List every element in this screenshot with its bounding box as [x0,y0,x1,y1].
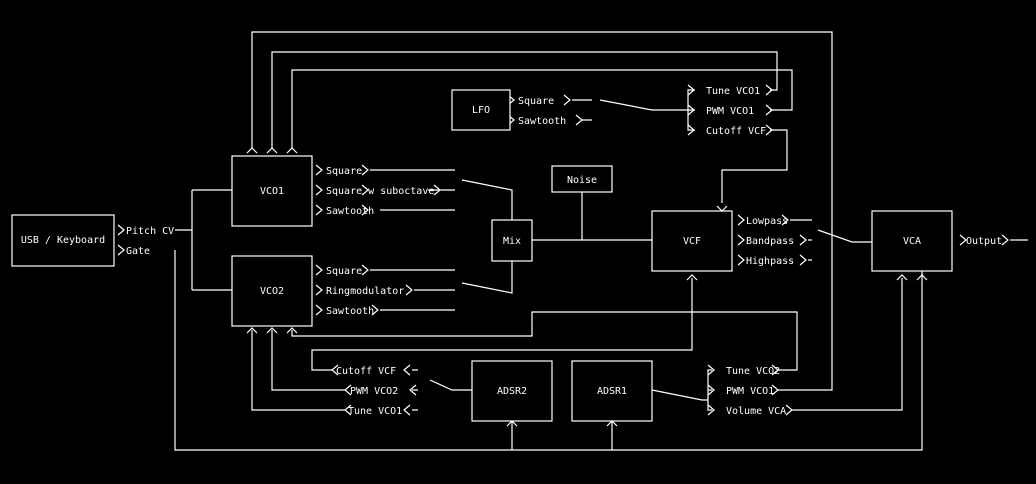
block-vcf: VCF [651,210,733,272]
block-vco1-label: VCO1 [260,186,284,197]
vco2-input-arrow-3 [286,327,298,334]
block-vca: VCA [871,210,953,272]
arrows [117,84,1009,427]
port-usb-gate: Gate [126,246,150,257]
block-vca-label: VCA [903,236,921,247]
port-lfo-square: Square [518,96,554,107]
port-labels: Pitch CV Gate Square Square w suboctave … [126,86,1002,417]
block-adsr1: ADSR1 [571,360,653,422]
port-lfo-cutoff-vcf: Cutoff VCF [706,126,766,137]
block-lfo-label: LFO [472,105,490,116]
port-vco2-square: Square [326,266,362,277]
block-vco2-label: VCO2 [260,286,284,297]
port-adsr1-volume-vca: Volume VCA [726,406,786,417]
wires [174,31,1028,451]
port-vco2-saw: Sawtooth [326,306,374,317]
port-vcf-highpass: Highpass [746,256,794,267]
block-adsr1-label: ADSR1 [597,386,627,397]
port-adsr2-cutoff-vcf: Cutoff VCF [336,366,396,377]
port-vco1-square: Square [326,166,362,177]
port-vco2-ring: Ringmodulator [326,286,404,297]
block-vco2: VCO2 [231,255,313,327]
vca-bottom-arrow-2 [916,274,928,281]
vco2-input-arrow-1 [246,327,258,334]
vcf-bottom-arrow [686,274,698,281]
vca-bottom-arrow-1 [896,274,908,281]
vco1-input-arrow-1 [246,147,258,154]
block-usb: USB / Keyboard [11,214,115,267]
port-adsr1-pwm-vco1: PWM VCO1 [726,386,774,397]
vcf-top-arrow [716,205,728,212]
port-lfo-saw: Sawtooth [518,116,566,127]
port-vcf-lowpass: Lowpass [746,216,788,227]
port-lfo-tune-vco1: Tune VCO1 [706,86,760,97]
port-adsr2-pwm-vco2: PWM VCO2 [350,386,398,397]
port-vco1-square-sub: Square w suboctave [326,186,434,197]
port-vca-output: Output [966,236,1002,247]
block-lfo: LFO [451,89,511,131]
block-adsr2-label: ADSR2 [497,386,527,397]
vco1-input-arrow-2 [266,147,278,154]
vco2-input-arrow-2 [266,327,278,334]
port-usb-pitch: Pitch CV [126,226,174,237]
block-usb-label: USB / Keyboard [21,235,105,246]
vco1-input-arrow-3 [286,147,298,154]
block-adsr2: ADSR2 [471,360,553,422]
port-lfo-pwm-vco1: PWM VCO1 [706,106,754,117]
port-adsr2-tune-vco1: Tune VCO1 [348,406,402,417]
block-mix-label: Mix [503,236,521,247]
block-noise-label: Noise [567,175,597,186]
block-mix: Mix [491,219,533,262]
block-vcf-label: VCF [683,236,701,247]
port-vcf-bandpass: Bandpass [746,236,794,247]
port-adsr1-tune-vco2: Tune VCO2 [726,366,780,377]
block-noise: Noise [551,165,613,193]
block-vco1: VCO1 [231,155,313,227]
port-vco1-saw: Sawtooth [326,206,374,217]
